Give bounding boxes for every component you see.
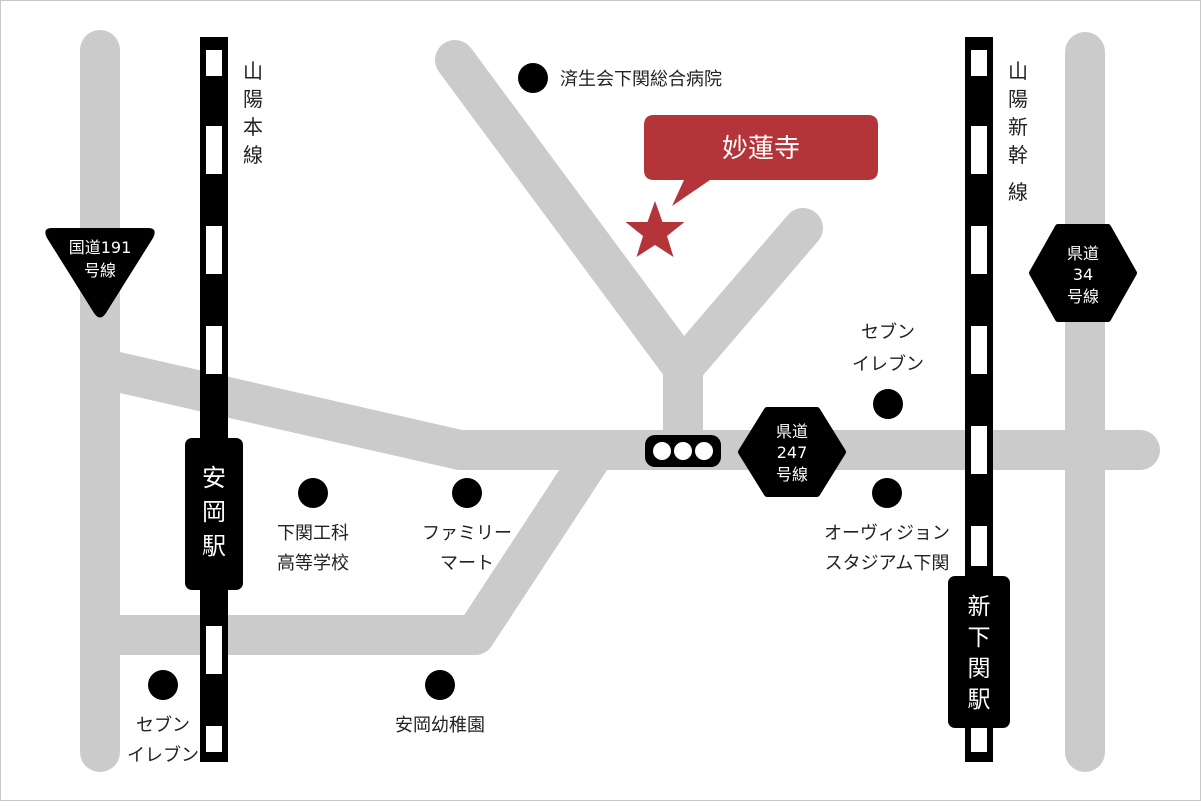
svg-text:セブン: セブン	[136, 714, 190, 736]
svg-text:関: 関	[968, 656, 991, 682]
svg-text:新: 新	[968, 594, 991, 620]
svg-text:岡: 岡	[202, 498, 226, 526]
landmark-marker-icon	[425, 670, 455, 700]
sign-pref-34: 県道 34 号線	[1029, 224, 1137, 322]
svg-text:陽: 陽	[243, 87, 263, 111]
svg-text:イレブン: イレブン	[127, 744, 199, 766]
svg-text:オーヴィジョン: オーヴィジョン	[824, 523, 950, 544]
svg-text:国道191: 国道191	[69, 238, 132, 257]
svg-text:駅: 駅	[968, 687, 991, 713]
svg-text:34: 34	[1073, 265, 1093, 284]
svg-text:号線: 号線	[1067, 287, 1099, 306]
svg-text:線: 線	[243, 143, 263, 167]
destination-label: 妙蓮寺	[722, 134, 800, 164]
landmark-marker-icon	[872, 478, 902, 508]
sign-shape	[1029, 224, 1137, 322]
landmark-marker-icon	[518, 63, 548, 93]
svg-text:新: 新	[1008, 115, 1028, 139]
svg-text:済生会下関総合病院: 済生会下関総合病院	[560, 69, 722, 90]
sign-shape	[738, 407, 846, 497]
svg-text:県道: 県道	[1067, 244, 1099, 263]
svg-text:線: 線	[1008, 180, 1028, 204]
svg-text:山: 山	[1008, 59, 1028, 83]
station-shin-shimonoseki: 新 下 関 駅	[948, 576, 1010, 728]
svg-text:イレブン: イレブン	[852, 353, 924, 375]
svg-text:幹: 幹	[1008, 143, 1028, 167]
callout-bubble	[644, 115, 878, 206]
station-yasuoka: 安 岡 駅	[185, 438, 243, 590]
svg-text:マート: マート	[440, 553, 494, 574]
landmark-familymart: ファミリー マート	[422, 478, 512, 574]
landmark-marker-icon	[873, 389, 903, 419]
svg-text:スタジアム下関: スタジアム下関	[825, 553, 950, 574]
svg-text:安岡幼稚園: 安岡幼稚園	[395, 715, 485, 736]
svg-text:安: 安	[202, 464, 226, 492]
landmark-stadium: オーヴィジョン スタジアム下関	[824, 478, 950, 574]
landmark-marker-icon	[298, 478, 328, 508]
svg-text:山: 山	[243, 59, 263, 83]
station-badge	[185, 438, 243, 590]
landmark-school: 下関工科 高等学校	[277, 478, 349, 574]
label-sanyo-main: 山 陽 本 線	[243, 59, 263, 167]
label-sanyo-shinkansen: 山 陽 新 幹 線	[1008, 59, 1028, 204]
sign-shape	[45, 228, 155, 318]
svg-text:下関工科: 下関工科	[277, 523, 349, 544]
landmark-kindergarten: 安岡幼稚園	[395, 670, 485, 736]
rail-sanyo-main	[200, 37, 228, 762]
svg-text:号線: 号線	[776, 465, 808, 484]
svg-text:セブン: セブン	[861, 321, 915, 343]
landmark-hospital: 済生会下関総合病院	[518, 63, 722, 93]
svg-text:本: 本	[243, 115, 263, 139]
sign-route-191: 国道191 号線	[45, 228, 155, 318]
sign-pref-247: 県道 247 号線	[738, 407, 846, 497]
landmark-marker-icon	[148, 670, 178, 700]
svg-text:ファミリー: ファミリー	[422, 523, 512, 544]
rail-stripes	[971, 50, 987, 752]
svg-text:県道: 県道	[776, 422, 808, 441]
landmark-marker-icon	[452, 478, 482, 508]
destination-star-icon	[625, 201, 685, 257]
destination-callout: 妙蓮寺	[644, 115, 878, 206]
svg-text:陽: 陽	[1008, 87, 1028, 111]
svg-text:号線: 号線	[84, 261, 116, 280]
rail-stripes	[206, 50, 222, 752]
traffic-light-icon	[645, 435, 721, 467]
landmark-seven-eleven-top: セブン イレブン	[852, 321, 924, 419]
landmark-seven-eleven-bottom: セブン イレブン	[127, 670, 199, 766]
station-badge	[948, 576, 1010, 728]
svg-text:高等学校: 高等学校	[277, 553, 349, 574]
road-north-east	[663, 208, 823, 388]
svg-text:247: 247	[777, 443, 808, 462]
svg-text:駅: 駅	[202, 532, 226, 560]
svg-text:下: 下	[968, 625, 991, 651]
